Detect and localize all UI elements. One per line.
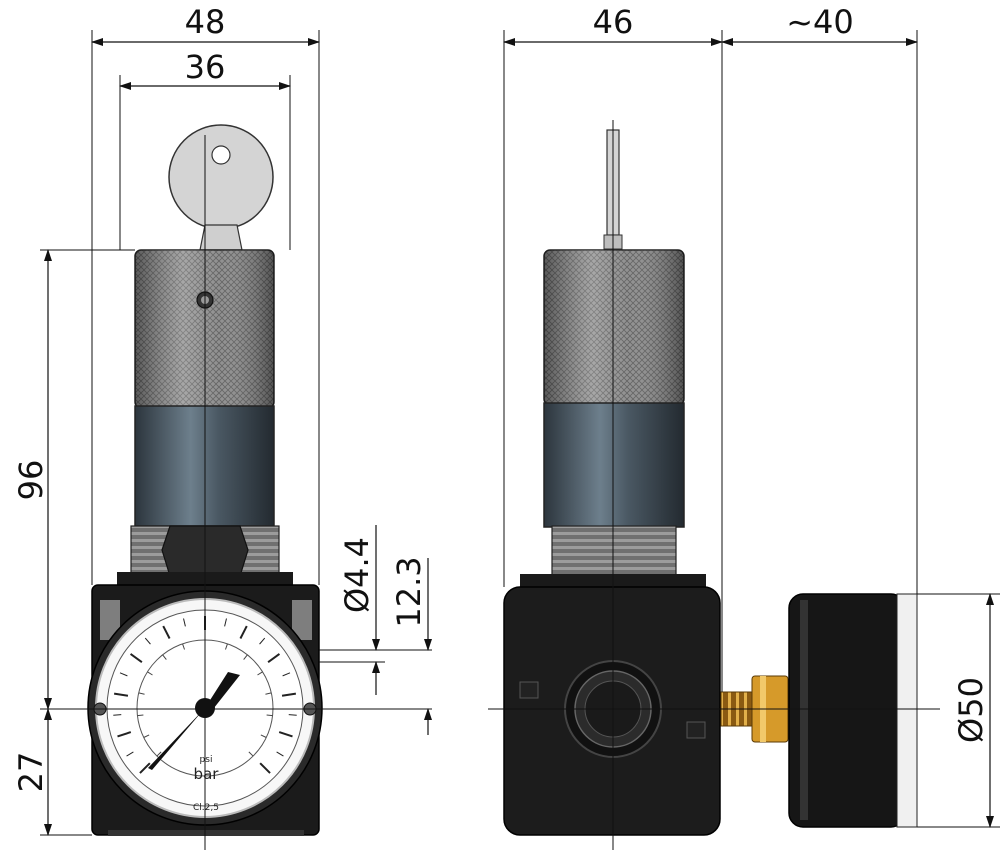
gauge-inner-tick	[248, 751, 254, 757]
gauge-scale	[113, 616, 297, 774]
gauge-tick	[113, 714, 122, 716]
gauge-tick	[259, 762, 271, 774]
gauge-inner-tick	[162, 654, 167, 660]
front-view: psi bar Cl.2,5 48 36 96 27	[12, 3, 432, 850]
gauge-tick	[282, 672, 291, 677]
gauge-inner-tick	[147, 671, 153, 676]
gauge-tick	[276, 751, 284, 757]
gauge-tick	[119, 672, 128, 677]
gauge-tick	[117, 731, 132, 738]
gauge-inner-tick	[225, 643, 228, 650]
gauge-tick	[126, 751, 134, 757]
key	[168, 124, 274, 251]
gauge-inner-tick	[266, 714, 273, 717]
dim-hole-diameter: Ø4.4	[338, 537, 376, 613]
gauge-inner-tick	[143, 734, 150, 738]
dim-hole-offset: 12.3	[390, 556, 428, 627]
dim-front-width-outer: 48	[185, 3, 226, 41]
side-view: 46 ~40 Ø50	[488, 3, 1000, 850]
gauge-inner-tick	[156, 751, 162, 757]
gauge-inner-tick	[182, 643, 185, 650]
gauge-tick	[162, 625, 171, 639]
gauge-tick	[288, 714, 297, 716]
dim-front-width-inner: 36	[185, 48, 226, 86]
dim-gauge-depth: ~40	[786, 3, 854, 41]
gauge-tick	[259, 637, 266, 645]
gauge-tick	[239, 625, 248, 639]
gauge-accuracy-class: Cl.2,5	[193, 803, 219, 813]
dim-gauge-diameter: Ø50	[952, 677, 990, 743]
gauge-inner-tick	[265, 692, 272, 695]
gauge-tick	[278, 731, 293, 738]
gauge-tick	[129, 653, 143, 663]
gauge-tick	[281, 692, 297, 697]
gauge-inner-tick	[260, 734, 267, 738]
gauge-tick	[267, 653, 281, 663]
gauge-unit-psi: psi	[200, 755, 213, 765]
gauge-unit-bar: bar	[194, 765, 220, 783]
gauge-inner-tick	[138, 692, 145, 695]
gauge-tick	[113, 692, 129, 697]
gauge-inner-tick	[243, 654, 248, 660]
gauge-tick	[224, 618, 227, 627]
gauge-inner-tick	[257, 671, 263, 676]
gauge-tick	[144, 637, 151, 645]
gauge-tick	[183, 618, 186, 627]
dim-side-depth: 46	[593, 3, 634, 41]
dim-front-bottom: 27	[12, 752, 50, 793]
gauge-tick	[139, 762, 151, 774]
dim-front-height: 96	[12, 460, 50, 501]
gauge-inner-tick	[137, 714, 144, 717]
